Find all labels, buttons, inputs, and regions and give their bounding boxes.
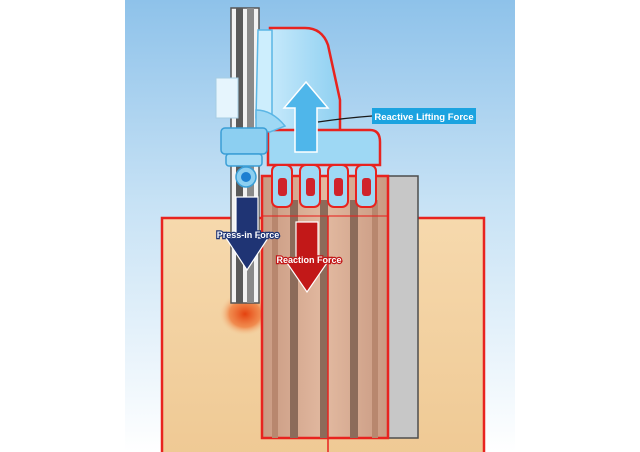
reaction-label: Reaction Force bbox=[276, 255, 341, 265]
reactive-lifting-label: Reactive Lifting Force bbox=[374, 112, 473, 123]
reactive-lifting-label-box bbox=[372, 108, 476, 124]
pile-clamps bbox=[271, 164, 377, 208]
rear-steel-column bbox=[385, 175, 419, 439]
reactive-lifting-arrow bbox=[282, 80, 330, 153]
callout-leader bbox=[317, 115, 373, 123]
press-in-arrow bbox=[224, 196, 270, 272]
reaction-piles bbox=[260, 174, 390, 452]
reaction-arrow bbox=[283, 221, 331, 294]
press-in-label: Press-in Force bbox=[217, 230, 280, 240]
